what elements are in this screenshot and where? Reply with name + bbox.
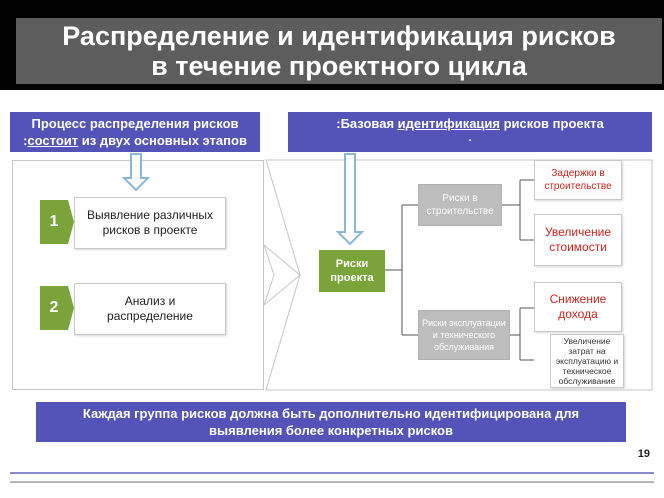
right-header-dot: . (468, 132, 472, 144)
leaf-cost-increase: Увеличение стоимости (534, 214, 622, 266)
step-1-number: 1 (40, 200, 68, 244)
step-1-label: Выявление различных рисков в проекте (86, 208, 214, 237)
leaf-revenue-decrease-label: Снижение дохода (549, 292, 607, 321)
slide-title: Распределение и идентификация рисков в т… (16, 18, 662, 84)
branch-node-construction: Риски в строительстве (418, 184, 502, 226)
root-node: Риски проекта (319, 250, 385, 292)
bottom-note-band: Каждая группа рисков должна быть дополни… (36, 402, 626, 442)
footer-rule-purple (10, 472, 654, 474)
leaf-om-cost-increase-label: Увеличение затрат на эксплуатацию и техн… (555, 336, 619, 386)
left-header-line-1: Процесс распределения рисков (31, 116, 239, 131)
branch-1-connector (502, 179, 534, 241)
left-header-underlined: состоит (27, 133, 79, 148)
left-header-rest: из двух основных этапов (78, 133, 247, 148)
right-header-rest: рисков проекта (500, 116, 604, 131)
root-connector (385, 204, 418, 336)
root-node-label: Риски проекта (330, 258, 374, 284)
right-header-line: :Базовая идентификация рисков проекта (288, 115, 652, 132)
step-2-number: 2 (40, 286, 68, 330)
branch-node-operations-label: Риски эксплуатации и технического обслуж… (422, 318, 506, 352)
title-line-2: в течение проектного цикла (151, 51, 527, 81)
chevron-arrow-icon (262, 243, 301, 307)
step-1-arrow-tip (68, 200, 74, 244)
leaf-construction-delays-label: Задержки в строительстве (544, 168, 612, 192)
leaf-cost-increase-label: Увеличение стоимости (544, 225, 612, 254)
step-1-box: Выявление различных рисков в проекте (74, 197, 226, 249)
branch-2-connector (510, 307, 534, 361)
left-header-line-2: :состоит из двух основных этапов (10, 132, 260, 149)
step-2-arrow-tip (68, 286, 74, 330)
right-down-arrow-icon (335, 153, 365, 246)
right-header-band: :Базовая идентификация рисков проекта . (288, 112, 652, 152)
right-header-underlined: идентификация (397, 116, 500, 131)
leaf-revenue-decrease: Снижение дохода (534, 282, 622, 332)
left-down-arrow-icon (121, 153, 151, 192)
step-2-box: Анализ и распределение (74, 283, 226, 335)
title-line-1: Распределение и идентификация рисков (62, 21, 616, 51)
leaf-om-cost-increase: Увеличение затрат на эксплуатацию и техн… (550, 334, 624, 388)
page-number: 19 (637, 448, 650, 460)
leaf-construction-delays: Задержки в строительстве (534, 160, 622, 200)
right-header-prefix: :Базовая (336, 116, 398, 131)
branch-node-operations: Риски эксплуатации и технического обслуж… (418, 310, 510, 360)
step-2-label: Анализ и распределение (107, 294, 193, 323)
branch-node-construction-label: Риски в строительстве (426, 193, 494, 217)
bottom-note-line-2: выявления более конкретных рисков (209, 423, 453, 438)
left-header-prefix: : (23, 133, 28, 148)
bottom-note-line-1: Каждая группа рисков должна быть дополни… (82, 406, 580, 421)
left-header-band: Процесс распределения рисков :состоит из… (10, 112, 260, 152)
footer-rule-gray (10, 481, 654, 483)
